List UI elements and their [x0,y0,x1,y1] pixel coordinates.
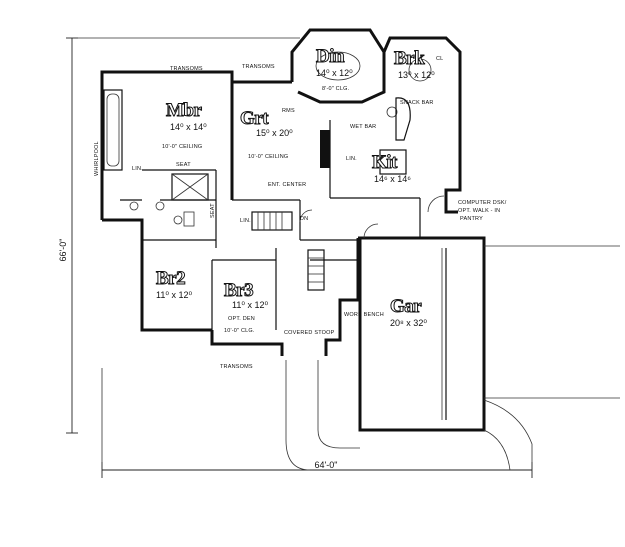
lin-label-2: LIN. [240,218,251,224]
lin-label-3: LIN. [346,156,357,162]
room-mbr-size: 14⁰ x 14⁰ [170,122,207,132]
room-br2-name: Br2 [156,268,185,289]
height-dimension: 66'-0" [58,239,68,262]
seat-label-2: SEAT [210,203,216,218]
work-bench-label: WORK BENCH [344,312,384,318]
dimension-lines [66,37,533,478]
room-mbr-ceiling: 10'-0" CEILING [162,144,202,150]
room-grt-tag: RMS [282,108,295,114]
seat-label: SEAT [176,162,191,168]
room-gar-name: Gar [390,296,422,317]
room-br3-sub: OPT. DEN [228,316,255,322]
room-brk-name: Brk [394,48,425,69]
room-din-size: 14⁰ x 12⁰ [316,68,353,78]
interior-walls [120,82,421,330]
computer-label: COMPUTER DSK/ [458,200,507,206]
fixtures [103,51,447,420]
lin-label-1: LIN. [132,166,143,172]
width-dimension: 64'-0" [315,460,338,470]
room-brk-tag: CL [436,56,443,62]
room-kit-name: Kit [372,152,398,173]
wet-bar-label: WET BAR [350,124,376,130]
stairs [251,211,325,291]
ent-center-label: ENT. CENTER [268,182,306,188]
room-br3-name: Br3 [224,280,253,301]
transoms-label-2: TRANSOMS [242,64,275,70]
whirlpool-label: WHIRLPOOL [94,141,100,176]
room-br3-ceiling: 10'-0" CLG. [224,328,255,334]
transoms-label-3: TRANSOMS [220,364,253,370]
room-din-name: Din [316,46,345,67]
exterior-walls [100,28,486,432]
pantry-label: PANTRY [460,216,483,222]
room-br2-size: 11⁰ x 12⁰ [156,290,192,300]
room-brk-size: 13⁰ x 12⁰ [398,70,435,80]
room-labels: Mbr 14⁰ x 14⁰ 10'-0" CEILING Grt RMS 15⁰… [156,46,444,335]
room-mbr-name: Mbr [166,100,203,121]
transoms-label-1: TRANSOMS [170,66,203,72]
dn-label: DN [300,216,308,222]
walk-in-label: OPT. WALK - IN [458,208,500,214]
room-grt-ceiling: 10'-0" CEILING [248,154,288,160]
room-grt-size: 15⁰ x 20⁰ [256,128,293,138]
snack-bar-label: SNACK BAR [400,100,434,106]
room-grt-name: Grt [240,108,269,129]
covered-stoop-label: COVERED STOOP [284,330,335,336]
room-kit-size: 14⁶ x 14⁶ [374,174,411,184]
notes: TRANSOMS TRANSOMS TRANSOMS WHIRLPOOL LIN… [94,64,507,370]
room-br3-size: 11⁰ x 12⁰ [232,300,268,310]
room-din-ceiling: 8'-0" CLG. [322,86,350,92]
room-gar-size: 20⁸ x 32⁰ [390,318,427,328]
driveway [285,245,620,471]
